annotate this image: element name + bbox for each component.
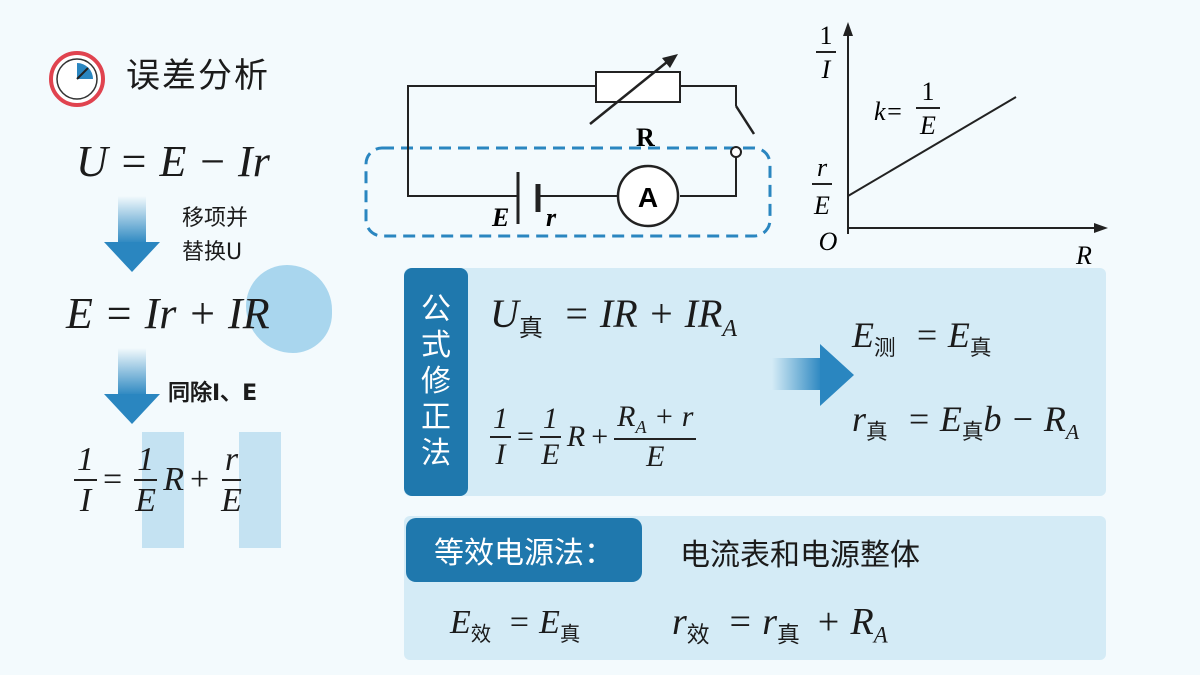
graph: 1 I k= 1 E r E O R bbox=[812, 21, 1108, 270]
ir-highlight bbox=[246, 265, 332, 353]
equiv-r-effective: r效 = r真 + RA bbox=[672, 601, 888, 649]
step-label-2: 同除I、E bbox=[168, 381, 258, 406]
small-r-label: r bbox=[546, 203, 557, 232]
e-label: E bbox=[491, 203, 509, 232]
svg-text:1: 1 bbox=[922, 77, 935, 106]
equiv-e-effective: E效 = E真 bbox=[450, 604, 581, 646]
equiv-description: 电流表和电源整体 bbox=[680, 538, 920, 573]
down-arrow-1 bbox=[104, 196, 160, 276]
clock-icon bbox=[48, 50, 106, 108]
circuit-diagram: R A E r bbox=[364, 54, 772, 238]
formula-panel bbox=[404, 268, 1106, 496]
equation-e: E = Ir + IR bbox=[66, 288, 270, 339]
svg-text:O: O bbox=[819, 227, 838, 256]
svg-text:E: E bbox=[813, 191, 830, 220]
r-label: R bbox=[636, 123, 655, 152]
equation-e-ir: IR bbox=[228, 289, 270, 338]
equiv-tab: 等效电源法： bbox=[406, 518, 642, 582]
result-r-true: r真 = E真b − RA bbox=[852, 399, 1080, 446]
step-label-1b: 替换U bbox=[182, 240, 243, 265]
rheostat bbox=[595, 71, 681, 103]
svg-text:R: R bbox=[1075, 241, 1092, 270]
svg-text:I: I bbox=[821, 55, 832, 84]
result-e-measured: E测 = E真 bbox=[852, 315, 992, 362]
page-title: 误差分析 bbox=[126, 56, 270, 96]
highlight-1-over-e bbox=[142, 432, 184, 548]
formula-tab: 公式修正法 bbox=[404, 268, 468, 496]
graph-line bbox=[847, 96, 1017, 197]
svg-text:E: E bbox=[919, 111, 936, 140]
right-arrow bbox=[772, 344, 854, 406]
equation-e-left: E = Ir + bbox=[66, 289, 229, 338]
svg-text:1: 1 bbox=[820, 21, 833, 50]
svg-text:k=: k= bbox=[874, 97, 903, 126]
highlight-r-over-e bbox=[239, 432, 281, 548]
a-label: A bbox=[638, 182, 658, 213]
down-arrow-2 bbox=[104, 348, 160, 428]
svg-text:r: r bbox=[817, 153, 828, 182]
equation-u: U = E − Ir bbox=[76, 137, 270, 186]
step-label-1a: 移项并 bbox=[182, 206, 249, 231]
formula-u-true: U真 = IR + IRA bbox=[490, 291, 738, 342]
